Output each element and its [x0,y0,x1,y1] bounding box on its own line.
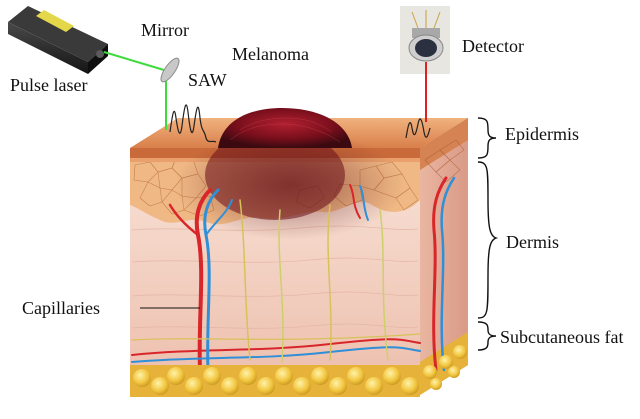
label-dermis: Dermis [506,232,559,252]
laser-beam-to-mirror [104,52,164,70]
label-pulse-laser: Pulse laser [10,75,87,95]
melanoma-tumor [218,108,352,148]
label-capillaries: Capillaries [22,298,100,318]
label-subcutaneous-fat: Subcutaneous fat [500,327,623,347]
fat-brace [478,322,496,350]
layer-braces [478,118,496,350]
label-mirror: Mirror [141,20,189,40]
epidermis-brace [478,118,496,158]
pulse-laser-device [8,6,108,74]
dermis-brace [478,162,496,318]
label-detector: Detector [462,36,524,56]
label-melanoma: Melanoma [232,44,309,64]
label-epidermis: Epidermis [505,124,579,144]
label-saw: SAW [188,70,227,90]
